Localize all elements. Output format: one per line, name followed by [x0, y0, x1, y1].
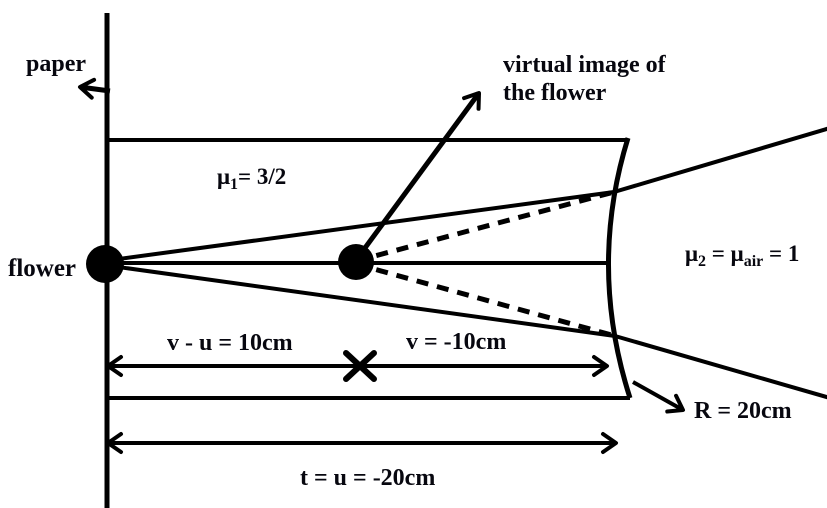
virtual-image-label-line2: the flower	[503, 80, 607, 106]
flower-label: flower	[8, 255, 76, 282]
refracted-ray-upper	[613, 126, 827, 194]
mu1-symbol: μ	[217, 164, 230, 189]
flower-dot	[86, 245, 124, 283]
mu1-value: = 3/2	[238, 164, 286, 189]
mu2-label: μ2 = μair = 1	[685, 241, 799, 270]
dashed-ray-upper	[355, 189, 615, 264]
dimension-x-marker	[343, 350, 377, 382]
virtual-image-arrow-icon	[359, 91, 482, 254]
curved-surface	[606, 137, 633, 399]
mu-air-symbol: μ	[731, 241, 744, 266]
radius-arrow-icon	[632, 380, 685, 414]
incident-ray-upper	[103, 190, 615, 263]
mu-air-subscript: air	[744, 253, 764, 270]
mu1-label: μ1= 3/2	[217, 164, 286, 193]
mu2-subscript: 2	[698, 253, 706, 270]
mu2-symbol: μ	[685, 241, 698, 266]
radius-label: R = 20cm	[694, 398, 792, 424]
mu2-equals: =	[706, 241, 731, 266]
incident-ray-lower	[103, 263, 616, 338]
dashed-ray-lower	[355, 261, 616, 339]
virtual-image-label-line1: virtual image of	[503, 52, 667, 78]
dim-t-label: t = u = -20cm	[300, 465, 435, 491]
mu2-value: = 1	[763, 241, 799, 266]
mu1-subscript: 1	[230, 176, 238, 193]
virtual-image-dot	[338, 244, 374, 280]
paper-label: paper	[26, 51, 86, 77]
dim-v-label: v = -10cm	[406, 329, 506, 355]
dim-v-minus-u-label: v - u = 10cm	[167, 330, 293, 356]
refracted-ray-lower	[614, 334, 827, 400]
paper-arrow-icon	[78, 77, 111, 100]
